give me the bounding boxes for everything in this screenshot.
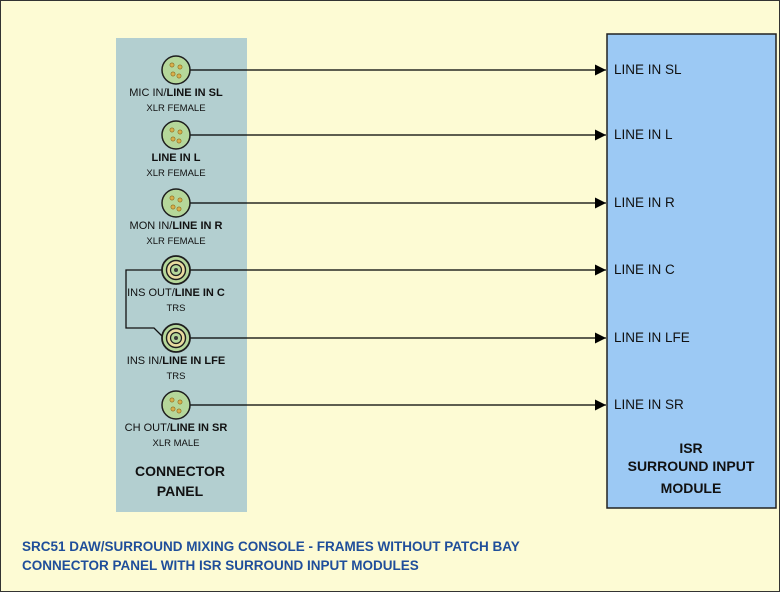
caption-line2: CONNECTOR PANEL WITH ISR SURROUND INPUT …	[22, 558, 419, 573]
connector-label-prefix: CH OUT/	[125, 422, 171, 434]
connector-label-prefix: MIC IN/	[129, 87, 167, 99]
panel-title-line1: CONNECTOR	[135, 463, 225, 479]
connector-label: MON IN/LINE IN R	[130, 220, 223, 232]
connector-label-signal: LINE IN R	[172, 220, 222, 232]
trs-jack-icon	[161, 323, 191, 353]
connector-label-signal: LINE IN SR	[170, 422, 228, 434]
connector-label-signal: LINE IN LFE	[162, 355, 225, 367]
module-input-label: LINE IN LFE	[614, 330, 690, 345]
xlr-female-icon	[161, 188, 191, 218]
connector-group	[161, 55, 191, 420]
connector-label-prefix: INS IN/	[127, 355, 163, 367]
caption-line1: SRC51 DAW/SURROUND MIXING CONSOLE - FRAM…	[22, 539, 520, 554]
insert-loop-wire	[125, 269, 165, 339]
connector-label-signal: LINE IN SL	[167, 87, 224, 99]
module-input-label: LINE IN SL	[614, 62, 682, 77]
trs-jack-icon	[161, 255, 191, 285]
isr-module-box	[606, 33, 777, 509]
module-input-label: LINE IN C	[614, 262, 675, 277]
connector-label: LINE IN L	[152, 152, 201, 164]
signal-wires	[190, 64, 606, 411]
connector-label: CH OUT/LINE IN SR	[125, 422, 228, 434]
connector-label-prefix: MON IN/	[130, 220, 174, 232]
xlr-female-icon	[161, 120, 191, 150]
connector-label: INS IN/LINE IN LFE	[127, 355, 225, 367]
module-input-label: LINE IN L	[614, 127, 673, 142]
connector-type: TRS	[167, 371, 186, 382]
connector-type: XLR FEMALE	[146, 103, 205, 114]
connector-label-signal: LINE IN L	[152, 152, 201, 164]
connector-type: XLR MALE	[153, 438, 200, 449]
connector-label-prefix: INS OUT/	[127, 287, 176, 299]
module-title-line3: MODULE	[661, 480, 722, 496]
module-input-label: LINE IN SR	[614, 397, 684, 412]
module-title-line1: ISR	[679, 440, 702, 456]
connector-type: TRS	[167, 303, 186, 314]
connector-type: XLR FEMALE	[146, 168, 205, 179]
module-input-label: LINE IN R	[614, 195, 675, 210]
connector-labels: MIC IN/LINE IN SL XLR FEMALE LINE IN L XLR …	[125, 87, 228, 449]
connector-label-signal: LINE IN C	[175, 287, 225, 299]
module-input-labels: LINE IN SL LINE IN L LINE IN R LINE IN C LIN…	[614, 62, 690, 412]
connector-type: XLR FEMALE	[146, 236, 205, 247]
connector-label: MIC IN/LINE IN SL	[129, 87, 223, 99]
xlr-male-icon	[161, 390, 191, 420]
connector-label: INS OUT/LINE IN C	[127, 287, 225, 299]
panel-title-line2: PANEL	[157, 483, 204, 499]
xlr-female-icon	[161, 55, 191, 85]
module-title-line2: SURROUND INPUT	[628, 458, 755, 474]
